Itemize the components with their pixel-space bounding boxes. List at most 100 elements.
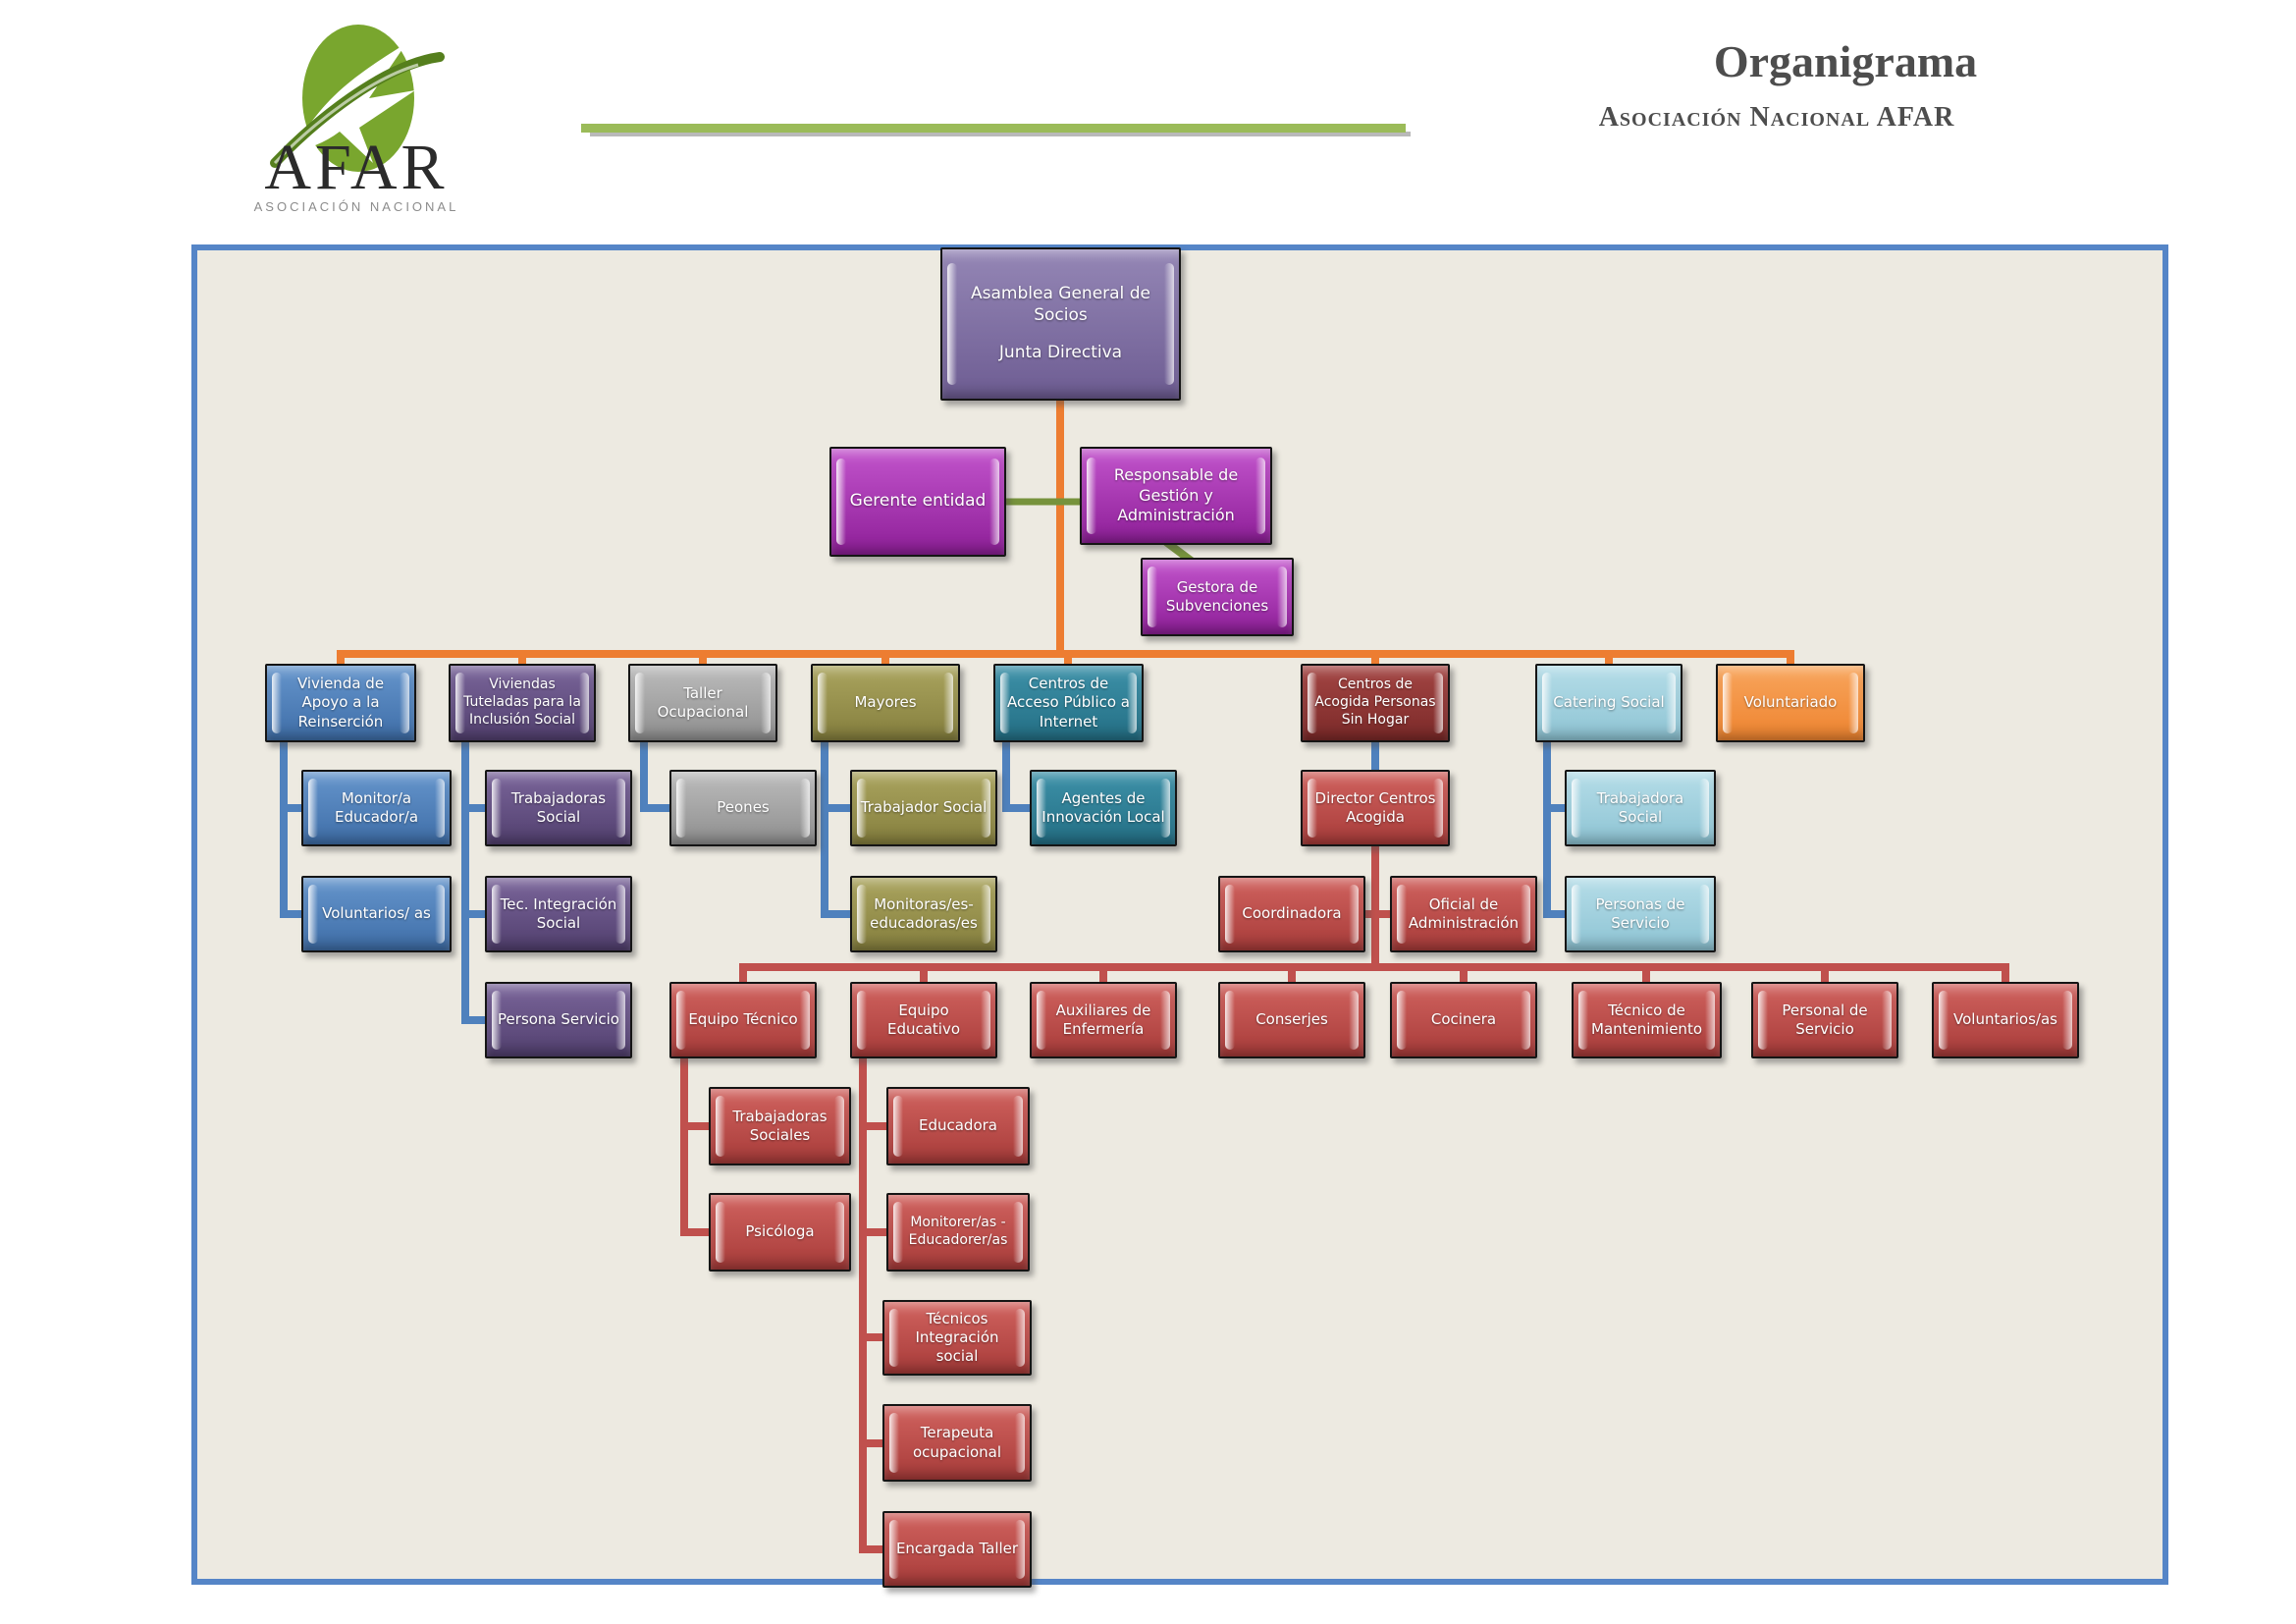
node-responsable-gestion-administracion: Responsable de Gestión y Administración bbox=[1080, 447, 1272, 545]
node-label: Monitoras/es- bbox=[874, 894, 974, 913]
node-equipo-educativo: Equipo Educativo bbox=[850, 982, 997, 1058]
node-persona-servicio: Persona Servicio bbox=[485, 982, 632, 1058]
node-label: Personas de Servicio bbox=[1595, 894, 1685, 932]
node-voluntarios-as-apoyo: Voluntarios/ as bbox=[301, 876, 452, 952]
node-label: Coordinadora bbox=[1242, 904, 1342, 923]
node-label: Taller Ocupacional bbox=[657, 683, 749, 721]
node-label: Equipo Técnico bbox=[688, 1010, 798, 1029]
node-label: Auxiliares de Enfermería bbox=[1055, 1001, 1151, 1038]
node-label: Responsable de Gestión y Administración bbox=[1113, 465, 1239, 525]
node-label: Persona Servicio bbox=[498, 1010, 619, 1029]
node-label: Junta Directiva bbox=[998, 342, 1123, 362]
node-gestora-subvenciones: Gestora de Subvenciones bbox=[1141, 558, 1294, 636]
node-label: Monitorer/as - Educadorer/as bbox=[908, 1215, 1008, 1248]
node-label: Encargada Taller bbox=[895, 1540, 1019, 1558]
node-terapeuta-ocupacional: Terapeuta ocupacional bbox=[882, 1404, 1032, 1482]
blue-connector bbox=[280, 738, 304, 918]
node-label: Terapeuta ocupacional bbox=[912, 1424, 1002, 1461]
node-label: Psicóloga bbox=[745, 1222, 815, 1241]
node-monitorer-educadorer: Monitorer/as - Educadorer/as bbox=[886, 1193, 1030, 1272]
node-catering-social: Catering Social bbox=[1535, 664, 1682, 742]
node-director-centros-acogida: Director Centros Acogida bbox=[1301, 770, 1450, 846]
node-label: Gestora de Subvenciones bbox=[1165, 577, 1269, 615]
red-connector bbox=[859, 1058, 885, 1553]
node-label: Educadora bbox=[918, 1116, 997, 1135]
node-coordinadora: Coordinadora bbox=[1218, 876, 1365, 952]
node-label: Monitor/a Educador/a bbox=[334, 788, 419, 826]
node-label: Vivienda de Apoyo a la Reinserción bbox=[296, 675, 385, 731]
node-viviendas-tuteladas-inclusion-social: Viviendas Tuteladas para la Inclusión So… bbox=[449, 664, 596, 742]
page-subtitle: Asociación Nacional AFAR bbox=[1598, 102, 1955, 133]
node-vivienda-apoyo-reinsercion: Vivienda de Apoyo a la Reinserción bbox=[265, 664, 416, 742]
node-centros-acceso-publico-internet: Centros de Acceso Público a Internet bbox=[993, 664, 1144, 742]
connector-lines bbox=[280, 401, 2009, 1553]
node-monitor-educador: Monitor/a Educador/a bbox=[301, 770, 452, 846]
node-voluntariado: Voluntariado bbox=[1716, 664, 1865, 742]
page-title: Organigrama bbox=[1713, 36, 1978, 86]
node-label: Tec. Integración Social bbox=[500, 894, 617, 932]
afar-logo: AFAR ASOCIACIÓN NACIONAL bbox=[254, 25, 459, 214]
node-label: Viviendas Tuteladas para la Inclusión So… bbox=[463, 677, 581, 728]
node-voluntarios-as-acogida: Voluntarios/as bbox=[1932, 982, 2079, 1058]
node-trabajadoras-social: Trabajadoras Social bbox=[485, 770, 632, 846]
node-label: Conserjes bbox=[1255, 1010, 1328, 1029]
logo-brand-text: AFAR bbox=[264, 132, 448, 203]
node-psicologa: Psicóloga bbox=[709, 1193, 851, 1272]
node-peones: Peones bbox=[669, 770, 817, 846]
node-label: Trabajador Social bbox=[860, 798, 988, 817]
node-agentes-innovacion-local: Agentes de Innovación Local bbox=[1030, 770, 1177, 846]
node-label: Centros de Acceso Público a Internet bbox=[1006, 675, 1130, 731]
node-label: Trabajadoras Sociales bbox=[732, 1107, 828, 1144]
node-monitoras-educadoras: Monitoras/es-educadoras/es bbox=[850, 876, 997, 952]
node-label: Cocinera bbox=[1430, 1010, 1497, 1029]
blue-connector bbox=[640, 738, 672, 812]
node-label: Peones bbox=[717, 798, 770, 817]
node-label: Voluntarios/ as bbox=[322, 904, 431, 923]
node-label: Técnico de Mantenimiento bbox=[1591, 1001, 1702, 1038]
node-trabajador-social: Trabajador Social bbox=[850, 770, 997, 846]
node-gerente-entidad: Gerente entidad bbox=[829, 447, 1006, 557]
node-conserjes: Conserjes bbox=[1218, 982, 1365, 1058]
node-trabajadora-social: Trabajadora Social bbox=[1565, 770, 1716, 846]
node-label: Mayores bbox=[854, 693, 917, 712]
node-encargada-taller: Encargada Taller bbox=[882, 1511, 1032, 1588]
node-label: Voluntariado bbox=[1743, 693, 1838, 712]
node-auxiliares-enfermeria: Auxiliares de Enfermería bbox=[1030, 982, 1177, 1058]
blue-connector bbox=[1543, 738, 1568, 918]
node-cocinera: Cocinera bbox=[1390, 982, 1537, 1058]
node-label: Trabajadora Social bbox=[1596, 788, 1684, 826]
node-label: Gerente entidad bbox=[849, 491, 987, 512]
bird-swoosh-icon bbox=[270, 25, 445, 172]
red-connector bbox=[680, 1058, 712, 1236]
node-label: Trabajadoras Social bbox=[510, 788, 607, 826]
node-label: Director Centros Acogida bbox=[1314, 788, 1436, 826]
node-label: Catering Social bbox=[1553, 693, 1665, 712]
node-centros-acogida-personas-sin-hogar: Centros de Acogida Personas Sin Hogar bbox=[1301, 664, 1450, 742]
node-personal-de-servicio: Personal de Servicio bbox=[1751, 982, 1898, 1058]
node-label: Asamblea General de Socios bbox=[971, 284, 1150, 326]
node-tecnicos-integracion-social: Técnicos Integración social bbox=[882, 1300, 1032, 1376]
node-label: Oficial de Administración bbox=[1408, 894, 1520, 932]
blue-connector bbox=[821, 738, 853, 918]
node-trabajadoras-sociales: Trabajadoras Sociales bbox=[709, 1087, 851, 1165]
node-educadora: Educadora bbox=[886, 1087, 1030, 1165]
node-label: Personal de Servicio bbox=[1782, 1001, 1868, 1038]
node-oficial-administracion: Oficial de Administración bbox=[1390, 876, 1537, 952]
blue-connector bbox=[1002, 738, 1033, 812]
node-tec-integracion-social: Tec. Integración Social bbox=[485, 876, 632, 952]
node-label: Agentes de Innovación Local bbox=[1041, 788, 1165, 826]
node-mayores: Mayores bbox=[811, 664, 960, 742]
node-tecnico-mantenimiento: Técnico de Mantenimiento bbox=[1572, 982, 1722, 1058]
node-personas-de-servicio: Personas de Servicio bbox=[1565, 876, 1716, 952]
node-equipo-tecnico: Equipo Técnico bbox=[669, 982, 817, 1058]
node-label: Técnicos Integración social bbox=[915, 1309, 999, 1366]
header-divider-line bbox=[581, 124, 1406, 133]
node-label: Equipo Educativo bbox=[886, 1001, 961, 1038]
node-label: Voluntarios/as bbox=[1953, 1010, 2057, 1029]
logo-tagline-text: ASOCIACIÓN NACIONAL bbox=[254, 199, 459, 214]
node-label: educadoras/es bbox=[870, 914, 978, 932]
blue-connector bbox=[461, 738, 488, 1024]
